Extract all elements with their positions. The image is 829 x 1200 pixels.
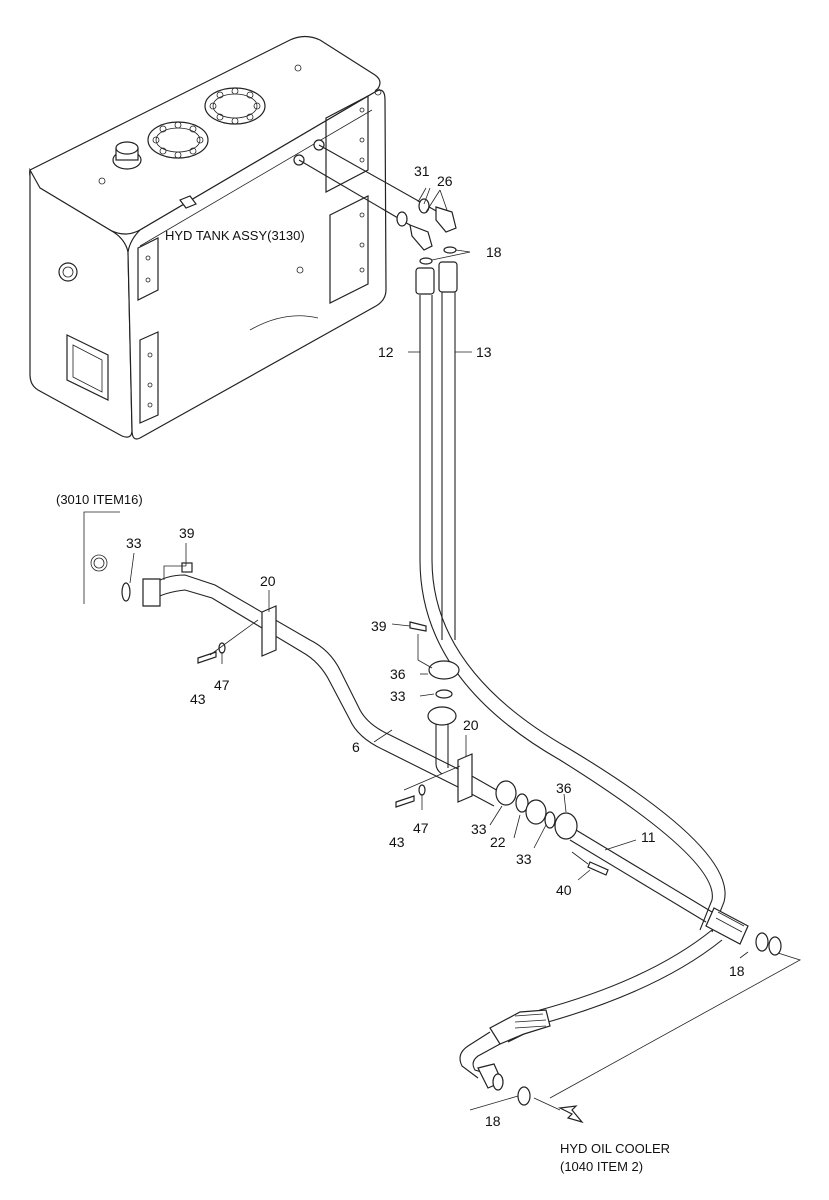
callout-33-a: 33 bbox=[126, 535, 142, 551]
labels: HYD TANK ASSY(3130) (3010 ITEM16) HYD OI… bbox=[56, 228, 670, 1174]
callout-43-a: 43 bbox=[190, 691, 206, 707]
callout-33-c: 33 bbox=[471, 821, 487, 837]
callout-36-a: 36 bbox=[390, 666, 406, 682]
tank-assy-label: HYD TANK ASSY(3130) bbox=[165, 228, 305, 243]
ref-3010-label: (3010 ITEM16) bbox=[56, 492, 143, 507]
callout-43-b: 43 bbox=[389, 834, 405, 850]
callout-6: 6 bbox=[352, 739, 360, 755]
callout-22: 22 bbox=[490, 834, 506, 850]
hoses bbox=[415, 261, 782, 1106]
callout-33-d: 33 bbox=[516, 851, 532, 867]
tube-6 bbox=[83, 351, 802, 1124]
callout-47-a: 47 bbox=[214, 677, 230, 693]
hydraulic-tank bbox=[29, 35, 387, 440]
callout-20-a: 20 bbox=[260, 573, 276, 589]
callout-11: 11 bbox=[641, 829, 656, 845]
callout-18-bottom: 18 bbox=[485, 1113, 501, 1129]
callout-39-a: 39 bbox=[179, 525, 195, 541]
callout-36-b: 36 bbox=[556, 780, 572, 796]
cooler-label-line2: (1040 ITEM 2) bbox=[560, 1159, 643, 1174]
callout-26: 26 bbox=[437, 173, 453, 189]
tank-fittings bbox=[298, 144, 471, 265]
callout-13: 13 bbox=[476, 344, 492, 360]
callout-47-b: 47 bbox=[413, 820, 429, 836]
callout-numbers: 31 26 18 12 13 33 39 20 43 47 39 36 33 2… bbox=[126, 163, 745, 1129]
callout-33-b: 33 bbox=[390, 688, 406, 704]
cooler-label-line1: HYD OIL COOLER bbox=[560, 1141, 670, 1156]
callout-40: 40 bbox=[556, 882, 572, 898]
callout-18-right: 18 bbox=[729, 963, 745, 979]
callout-20-b: 20 bbox=[463, 717, 479, 733]
callout-12: 12 bbox=[378, 344, 394, 360]
callout-31: 31 bbox=[414, 163, 430, 179]
callout-39-b: 39 bbox=[371, 618, 387, 634]
callout-18-top: 18 bbox=[486, 244, 502, 260]
